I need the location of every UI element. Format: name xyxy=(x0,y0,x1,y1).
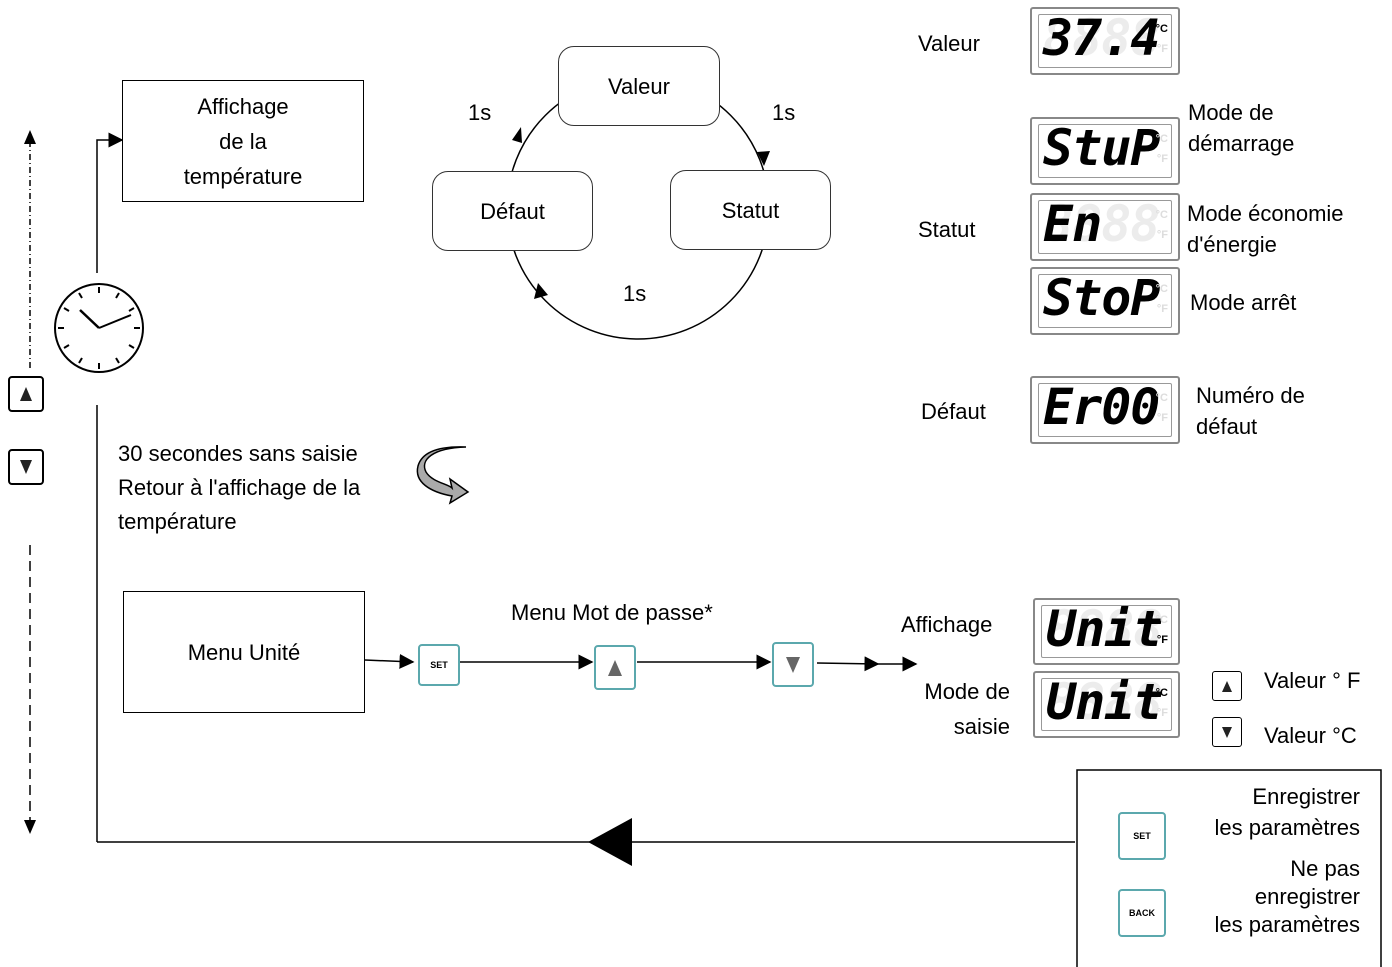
timeout-text: 30 secondes sans saisie Retour à l'affic… xyxy=(118,441,361,534)
unit-f: °F xyxy=(1156,43,1168,55)
small-up-key-icon xyxy=(1212,671,1242,701)
lcd-er-digits: Er00 xyxy=(1043,383,1160,436)
defaut-label: Défaut xyxy=(921,399,986,424)
en-desc: Mode économie d'énergie xyxy=(1187,201,1344,257)
clock-icon xyxy=(54,283,144,373)
saisie-label: Mode de saisie xyxy=(924,679,1010,739)
lcd-stop-digits: StoP xyxy=(1043,274,1160,327)
lcd-stup-digits: StuP xyxy=(1043,124,1160,177)
unit-c: °C xyxy=(1155,23,1168,35)
lcd-stop: StoP °C °F xyxy=(1030,267,1180,335)
legend-set-key[interactable]: SET xyxy=(1118,812,1166,860)
return-arrow-icon xyxy=(416,446,470,505)
stop-desc: Mode arrêt xyxy=(1190,290,1297,315)
cycle-valeur-box: Valeur xyxy=(558,46,720,126)
cycle-statut-box: Statut xyxy=(670,170,831,250)
affichage-label: Affichage xyxy=(901,612,993,637)
cycle-defaut-box: Défaut xyxy=(432,171,593,251)
unit-menu-box: Menu Unité xyxy=(123,591,365,713)
down-key[interactable] xyxy=(772,642,814,687)
valeur-c-label: Valeur °C xyxy=(1264,723,1357,748)
up-arrow-key-icon[interactable] xyxy=(8,376,44,412)
lcd-unit-f-digits: Unit xyxy=(1046,605,1163,658)
er-desc: Numéro de défaut xyxy=(1196,383,1305,439)
small-down-key-icon xyxy=(1212,717,1242,747)
valeur-label: Valeur xyxy=(918,31,980,56)
lcd-valeur-digits: 37.4 xyxy=(1043,14,1160,67)
down-arrow-key-icon[interactable] xyxy=(8,449,44,485)
temp-display-box: Affichage de la température xyxy=(122,80,364,202)
password-menu-label: Menu Mot de passe* xyxy=(511,600,713,625)
lcd-er: Er00 °C °F xyxy=(1030,376,1180,444)
nosave-text: Ne pas enregistrer les paramètres xyxy=(1214,856,1360,937)
lcd-en-digits: En xyxy=(1043,200,1102,253)
cycle-label-top-left: 1s xyxy=(468,100,492,125)
valeur-f-label: Valeur ° F xyxy=(1264,668,1361,693)
save-text: Enregistrer les paramètres xyxy=(1214,784,1360,840)
set-key[interactable]: SET xyxy=(418,644,460,686)
statut-label: Statut xyxy=(918,217,976,242)
up-key[interactable] xyxy=(594,645,636,690)
lcd-unit-c-digits: Unit xyxy=(1046,678,1163,731)
cycle-label-bottom: 1s xyxy=(623,281,647,306)
lcd-stup: StuP °C °F xyxy=(1030,117,1180,185)
legend-back-key[interactable]: BACK xyxy=(1118,889,1166,937)
stup-desc: Mode de démarrage xyxy=(1188,100,1295,156)
cycle-label-top-right: 1s xyxy=(772,100,796,125)
